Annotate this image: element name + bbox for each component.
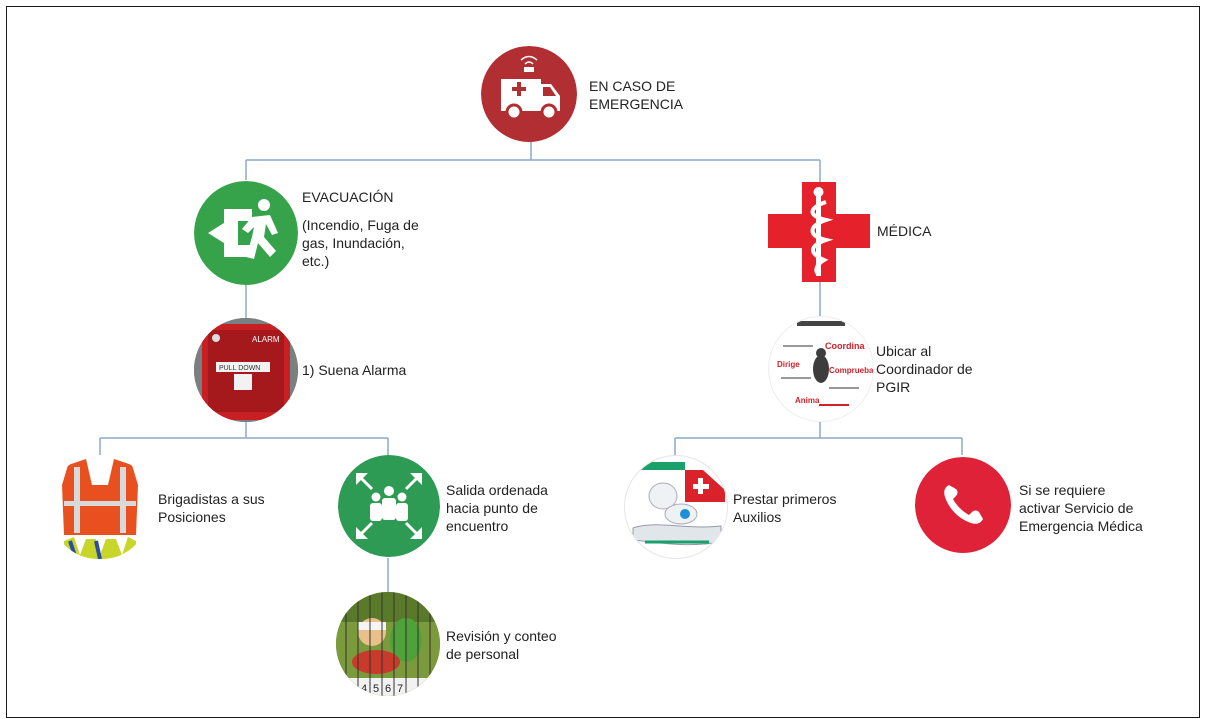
alarm-label: 1) Suena Alarma bbox=[302, 362, 407, 378]
exit-label: Salida ordenada hacia punto de encuentro bbox=[446, 482, 548, 534]
coordinator-children-connector bbox=[674, 422, 963, 455]
safety-vest-icon bbox=[50, 455, 150, 559]
count-label: Revisión y conteo de personal bbox=[446, 628, 557, 662]
meeting-point-icon bbox=[338, 455, 440, 557]
diagram-frame bbox=[6, 6, 1200, 718]
emergency-label: Si se requiere activar Servicio de Emerg… bbox=[1019, 482, 1143, 534]
svg-text:7: 7 bbox=[397, 683, 403, 695]
phone-icon bbox=[915, 457, 1011, 553]
coordinator-label: Ubicar al Coordinador de PGIR bbox=[876, 343, 973, 395]
svg-text:5: 5 bbox=[373, 683, 379, 695]
brigade-label: Brigadistas a sus Posiciones bbox=[158, 491, 265, 525]
ambulance-icon bbox=[481, 46, 577, 142]
svg-text:Comprueba: Comprueba bbox=[829, 366, 873, 375]
firstaid-label: Prestar primeros Auxilios bbox=[733, 491, 837, 525]
medical-label: MÉDICA bbox=[877, 223, 932, 239]
root-label: EN CASO DE EMERGENCIA bbox=[589, 78, 684, 112]
first-aid-icon bbox=[624, 455, 728, 559]
fire-alarm-icon: PULL DOWN ALARM bbox=[194, 318, 298, 422]
svg-text:4: 4 bbox=[361, 683, 367, 695]
svg-text:Anima: Anima bbox=[795, 396, 820, 405]
medical-cross-icon bbox=[768, 182, 870, 282]
personnel-count-photo: 4 5 6 7 bbox=[336, 592, 440, 696]
evacuation-label: EVACUACIÓN (Incendio, Fuga de gas, Inund… bbox=[302, 189, 419, 269]
coordinator-icon: Coordina Dirige Comprueba Anima bbox=[768, 316, 874, 422]
root-connector bbox=[245, 140, 821, 182]
svg-text:Coordina: Coordina bbox=[825, 341, 865, 351]
svg-text:6: 6 bbox=[385, 683, 391, 695]
svg-text:ALARM: ALARM bbox=[252, 335, 280, 344]
emergency-exit-icon bbox=[194, 181, 298, 285]
svg-text:Dirige: Dirige bbox=[777, 360, 800, 369]
svg-text:PULL DOWN: PULL DOWN bbox=[219, 365, 260, 372]
alarm-children-connector bbox=[99, 422, 389, 455]
